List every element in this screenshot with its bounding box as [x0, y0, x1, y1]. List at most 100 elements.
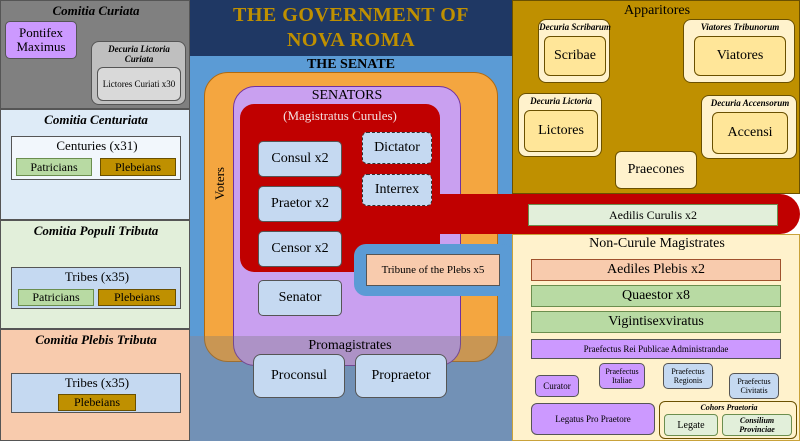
comitia-centuriata-panel: Comitia Centuriata Centuries (x31) Patri… — [0, 109, 190, 220]
tribes-box-plebis: Tribes (x35) Plebeians — [11, 373, 181, 413]
comitia-curiata-panel: Comitia Curiata Pontifex Maximus Decuria… — [0, 0, 190, 109]
apparitores-panel: Apparitores Decuria Scribarum Scribae Vi… — [512, 0, 800, 194]
decuria-accensorum-title: Decuria Accensorum — [710, 98, 790, 108]
praefectus-rei-box: Praefectus Rei Publicae Administrandae — [531, 339, 781, 359]
praefectus-rei-label: Praefectus Rei Publicae Administrandae — [583, 344, 729, 354]
propraetor-box: Propraetor — [355, 354, 447, 398]
lictores-box: Lictores — [524, 110, 598, 152]
praefectus-regionis-box: Praefectus Regionis — [663, 363, 713, 389]
legatus-box: Legatus Pro Praetore — [531, 403, 655, 435]
centuries-label: Centuries (x31) — [56, 138, 138, 153]
lictores-curiati-box: Lictores Curiati x30 — [97, 67, 181, 101]
title-banner: THE GOVERNMENT OF NOVA ROMA — [190, 0, 512, 56]
plebeians-label: Plebeians — [115, 159, 161, 174]
praefectus-civitatis-box: Praefectus Civitatis — [729, 373, 779, 399]
comitia-plebis-tributa-panel: Comitia Plebis Tributa Tribes (x35) Pleb… — [0, 329, 190, 441]
pontifex-maximus-label: Pontifex Maximus — [16, 25, 66, 54]
praecones-box: Praecones — [615, 151, 697, 189]
plebeians-label-plebis: Plebeians — [74, 395, 120, 409]
praefectus-italiae-label: Praefectus Italiae — [605, 367, 639, 385]
tribes-label-populi: Tribes (x35) — [64, 269, 130, 284]
propraetor-label: Propraetor — [371, 368, 431, 383]
aedilis-curulis-box: Aedilis Curulis x2 — [528, 204, 778, 226]
accensi-box: Accensi — [712, 112, 788, 154]
comitia-plebis-tributa-title: Comitia Plebis Tributa — [35, 332, 157, 347]
aedilis-curulis-label: Aedilis Curulis x2 — [608, 207, 697, 222]
decuria-lictoria-box: Decuria Lictoria Lictores — [518, 93, 602, 157]
senators-label: SENATORS — [311, 88, 383, 103]
plebeians-box: Plebeians — [100, 158, 176, 176]
plebeians-box-plebis: Plebeians — [58, 394, 136, 411]
patricians-box-populi: Patricians — [18, 289, 94, 306]
viatores-tribunorum-title: Viatores Tribunorum — [700, 22, 780, 32]
comitia-curiata-title: Comitia Curiata — [52, 3, 140, 18]
praefectus-italiae-box: Praefectus Italiae — [599, 363, 645, 389]
senate-label: THE SENATE — [306, 57, 396, 72]
consilium-box: Consilium Provinciae — [722, 414, 792, 436]
tribune-label: Tribune of the Plebs x5 — [381, 264, 485, 276]
consul-label: Consul x2 — [271, 151, 329, 166]
promagistrates-label: Promagistrates — [308, 338, 392, 353]
tribes-box-populi: Tribes (x35) Patricians Plebeians — [11, 267, 181, 309]
aediles-plebis-label: Aediles Plebis x2 — [607, 262, 705, 277]
dictator-label: Dictator — [374, 140, 420, 155]
proconsul-label: Proconsul — [271, 368, 327, 383]
decuria-accensorum-box: Decuria Accensorum Accensi — [701, 95, 797, 159]
cohors-praetoria-title: Cohors Praetoria — [700, 403, 758, 412]
page-title: THE GOVERNMENT OF NOVA ROMA — [233, 4, 469, 51]
comitia-populi-tributa-panel: Comitia Populi Tributa Tribes (x35) Patr… — [0, 220, 190, 329]
vigintisexviratus-label: Vigintisexviratus — [608, 314, 704, 329]
centuries-box: Centuries (x31) Patricians Plebeians — [11, 136, 181, 180]
curator-label: Curator — [543, 381, 571, 391]
censor-box: Censor x2 — [258, 231, 342, 267]
magistratus-curules-label: (Magistratus Curules) — [283, 108, 397, 123]
quaestor-box: Quaestor x8 — [531, 285, 781, 307]
viatores-tribunorum-box: Viatores Tribunorum Viatores — [683, 19, 795, 83]
legate-label: Legate — [677, 419, 705, 431]
aediles-plebis-box: Aediles Plebis x2 — [531, 259, 781, 281]
pontifex-maximus-box: Pontifex Maximus — [5, 21, 77, 59]
viatores-box: Viatores — [694, 36, 786, 76]
quaestor-label: Quaestor x8 — [621, 288, 691, 303]
comitia-populi-tributa-title: Comitia Populi Tributa — [33, 223, 159, 238]
consilium-label: Consilium Provinciae — [739, 416, 775, 434]
cohors-praetoria-box: Cohors Praetoria Legate Consilium Provin… — [659, 401, 797, 439]
dictator-box: Dictator — [362, 132, 432, 164]
accensi-label: Accensi — [727, 125, 773, 140]
interrex-label: Interrex — [374, 182, 420, 197]
non-curule-panel: Non-Curule Magistrates Aediles Plebis x2… — [512, 234, 800, 441]
senator-box: Senator — [258, 280, 342, 316]
lictores-curiati-label: Lictores Curiati x30 — [102, 78, 176, 89]
patricians-label-populi: Patricians — [32, 290, 80, 304]
legate-box: Legate — [664, 414, 718, 436]
praetor-label: Praetor x2 — [271, 196, 329, 211]
decuria-lictoria-curiata-box: Decuria Lictoria Curiata Lictores Curiat… — [91, 41, 186, 105]
decuria-lictoria-title: Decuria Lictoria — [530, 96, 592, 106]
patricians-box: Patricians — [16, 158, 92, 176]
plebeians-box-populi: Plebeians — [98, 289, 176, 306]
promagistrates-overlay — [190, 336, 512, 441]
consul-box: Consul x2 — [258, 141, 342, 177]
patricians-label: Patricians — [30, 159, 78, 174]
praecones-label: Praecones — [627, 162, 685, 177]
non-curule-title: Non-Curule Magistrates — [589, 236, 725, 251]
decuria-scribarum-box: Decuria Scribarum Scribae — [538, 19, 611, 83]
vigintisexviratus-box: Vigintisexviratus — [531, 311, 781, 333]
lictores-label: Lictores — [538, 123, 584, 138]
praefectus-regionis-label: Praefectus Regionis — [671, 367, 705, 385]
tribes-label-plebis: Tribes (x35) — [64, 375, 130, 390]
voters-label: Voters — [212, 167, 227, 200]
comitia-centuriata-title: Comitia Centuriata — [44, 112, 148, 127]
decuria-scribarum-title: Decuria Scribarum — [539, 22, 611, 32]
censor-label: Censor x2 — [271, 241, 329, 256]
decuria-lictoria-curiata-title: Decuria Lictoria Curiata — [108, 44, 170, 64]
praefectus-civitatis-label: Praefectus Civitatis — [737, 377, 771, 395]
praetor-box: Praetor x2 — [258, 186, 342, 222]
viatores-label: Viatores — [716, 48, 764, 63]
interrex-box: Interrex — [362, 174, 432, 206]
curator-box: Curator — [535, 375, 579, 397]
scribae-label: Scribae — [554, 48, 596, 63]
scribae-box: Scribae — [544, 36, 606, 76]
senator-label: Senator — [278, 290, 322, 305]
proconsul-box: Proconsul — [253, 354, 345, 398]
